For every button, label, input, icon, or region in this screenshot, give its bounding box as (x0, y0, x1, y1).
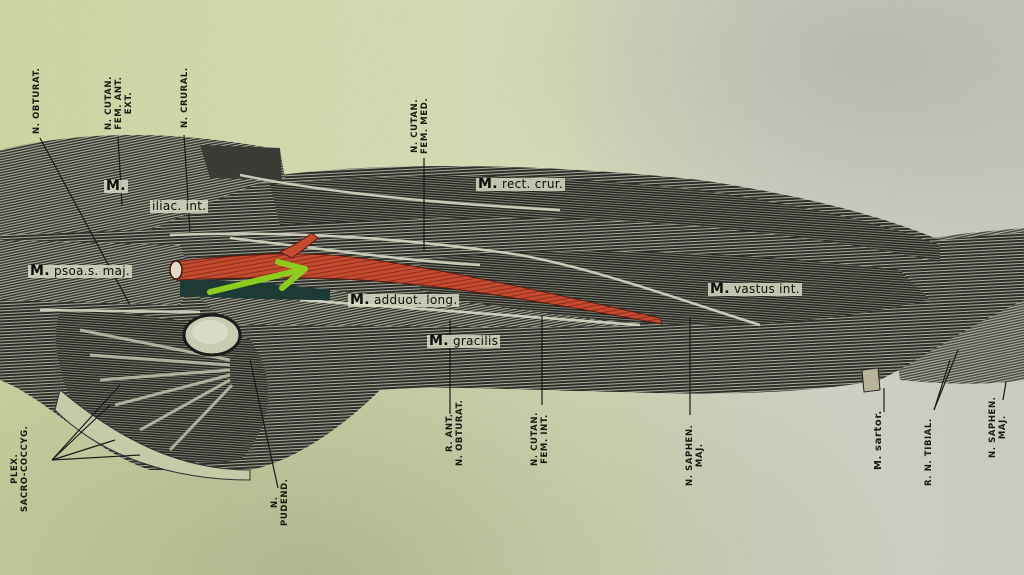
label-n-saphen-maj-2: N. SAPHEN.MAJ. (988, 396, 1008, 459)
label-n-cutan-fem-med: N. CUTAN.FEM. MED. (410, 97, 430, 154)
label-rect-crur: M. rect. crur. (476, 176, 566, 192)
arrow-indicator (207, 259, 308, 295)
label-plex-sacro-coccyg: PLEX.SACRO-COCCYG. (10, 425, 30, 513)
label-n-obturat: N. OBTURAT. (32, 67, 42, 134)
label-gracilis: M. gracilis (427, 333, 501, 349)
label-n-crural: N. CRURAL. (180, 67, 190, 128)
label-iliac-int: iliac. int. (150, 199, 209, 213)
label-n-cutan-fem-ant-ext: N. CUTAN.FEM. ANT.EXT. (104, 76, 134, 130)
label-r-n-tibial: R. N. TIBIAL. (924, 418, 934, 486)
label-iliac-m: M. (104, 178, 128, 194)
rectus-femoris (270, 175, 940, 262)
label-vastus-int: M. vastus int. (708, 281, 802, 297)
vastus-int (420, 251, 930, 325)
label-r-ant-n-obturat: R. ANT.N. OBTURAT. (445, 399, 465, 466)
sacral-ligament (54, 389, 251, 481)
label-m-sartor: M. sartor. (873, 410, 884, 470)
muscle-cut-end (200, 145, 282, 180)
label-n-pudend: N.PUDEND. (270, 478, 290, 526)
sartorius-cut-end (861, 367, 881, 393)
femoral-vein (180, 280, 330, 300)
label-n-saphen-maj-1: N. SAPHEN.MAJ. (685, 424, 705, 487)
gracilis (230, 330, 880, 383)
label-adduct-long: M. adduot. long. (348, 292, 460, 308)
label-psoas-maj: M. psoa.s. maj. (28, 263, 133, 279)
artery-branch (278, 232, 319, 259)
label-n-cutan-fem-int: N. CUTAN.FEM. INT. (530, 412, 550, 466)
